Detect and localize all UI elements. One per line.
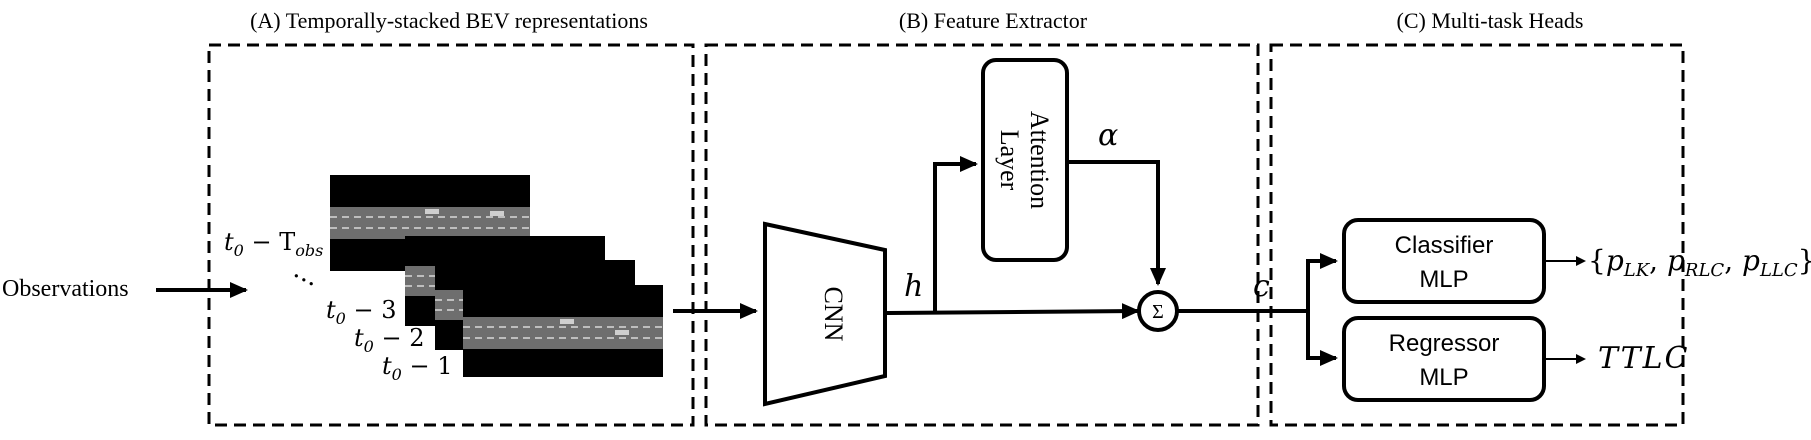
classifier-mlp-label: MLP <box>1419 266 1468 293</box>
attention-layer-label: AttentionLayer <box>995 111 1054 209</box>
cnn-label: CNN <box>819 287 848 342</box>
regressor-output-ttlc: TTLC <box>1598 341 1689 376</box>
classifier-label: Classifier <box>1395 232 1494 259</box>
attention-to-sum-arrow <box>1067 160 1166 286</box>
observations-label: Observations <box>2 276 129 302</box>
section-a-title: (A) Temporally-stacked BEV representatio… <box>250 8 648 33</box>
ellipsis-dots: • • • <box>290 269 316 292</box>
sum-symbol: Σ <box>1152 301 1164 323</box>
context-to-regressor-arrow <box>1306 311 1338 366</box>
alpha-symbol: α <box>1098 118 1118 153</box>
context-to-classifier-arrow <box>1306 253 1338 311</box>
time-label-t-obs: t0 − Tobs <box>224 228 323 260</box>
regressor-mlp-label: MLP <box>1419 364 1468 391</box>
h-symbol: h <box>904 269 923 304</box>
section-c-title: (C) Multi-task Heads <box>1397 8 1584 33</box>
bev-frame-t-1 <box>463 285 663 377</box>
regressor-label: Regressor <box>1389 330 1500 357</box>
cnn-block <box>763 221 887 407</box>
section-b-box <box>704 43 1260 427</box>
h-to-attention-arrow <box>933 156 978 313</box>
section-a-box <box>207 43 695 427</box>
time-label-t-3: t0 − 3 <box>326 296 396 328</box>
cnn-to-sum-arrow <box>884 303 1140 320</box>
classifier-output-probabilities: {pLK, pRLC, pLLC} <box>1588 244 1811 281</box>
time-label-t-1: t0 − 1 <box>382 352 452 384</box>
section-c-box <box>1269 43 1685 427</box>
time-label-t-2: t0 − 2 <box>354 324 424 356</box>
section-b-title: (B) Feature Extractor <box>899 8 1088 33</box>
c-symbol: c <box>1253 269 1270 304</box>
